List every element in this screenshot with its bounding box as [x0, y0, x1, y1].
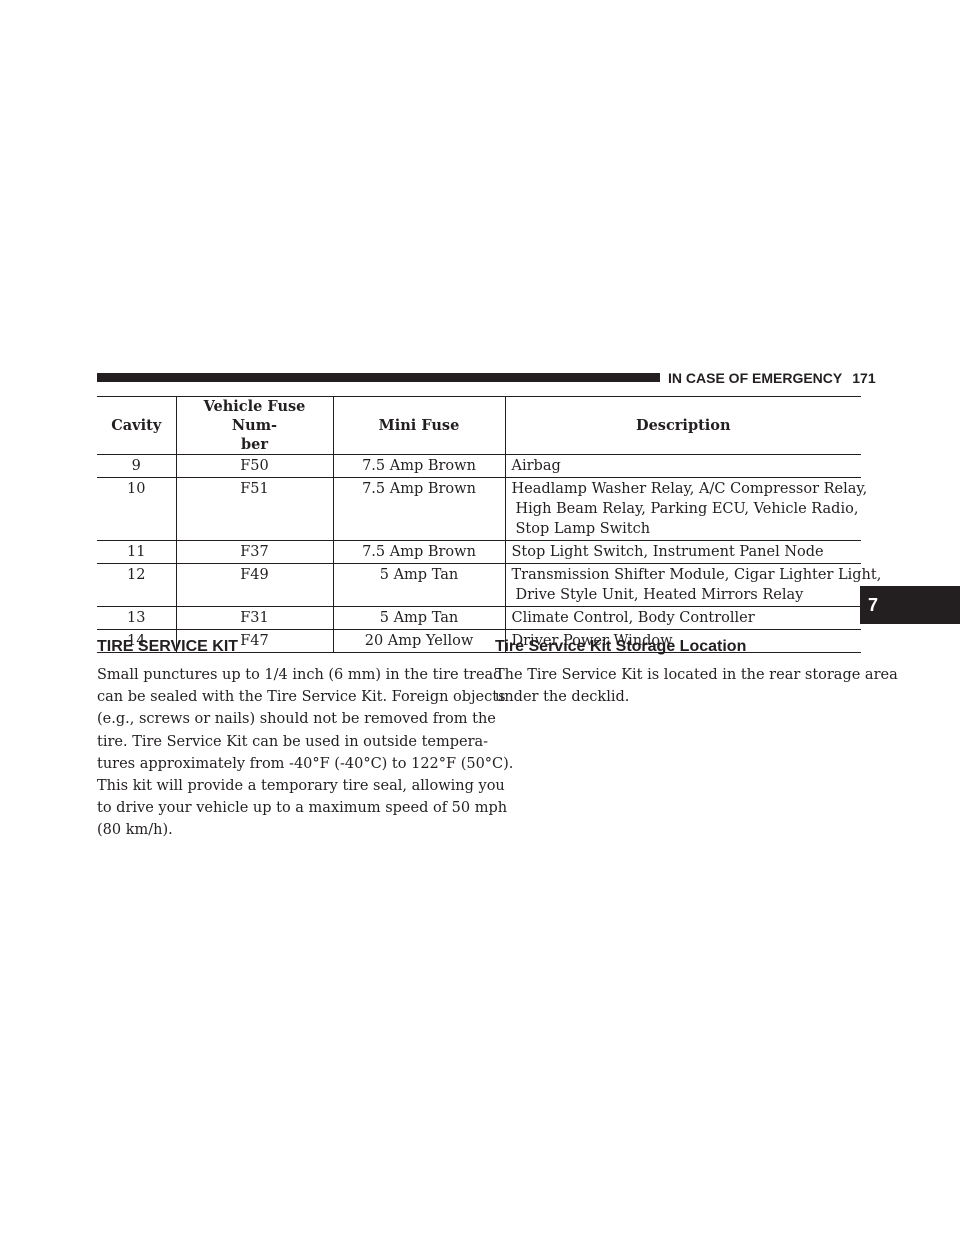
fuse-table: Cavity Vehicle Fuse Num- ber Mini Fuse D… [97, 396, 882, 653]
description-line: Stop Light Switch, Instrument Panel Node [511, 544, 824, 560]
mini-fuse-cell: 7.5 Amp Brown [332, 540, 506, 564]
column-header-description: Description [504, 396, 861, 455]
column-header-vehicle-fuse-number-text: Vehicle Fuse Num- ber [203, 398, 306, 453]
description-cell: Headlamp Washer Relay, A/C Compressor Re… [504, 477, 868, 541]
cavity-cell: 14 [97, 629, 177, 653]
table-header-row: Cavity Vehicle Fuse Num- ber Mini Fuse D… [97, 396, 861, 455]
description-line: Airbag [511, 458, 561, 474]
storage-location-heading: Tire Service Kit Storage Location [495, 638, 747, 655]
fuse-number-cell: F31 [175, 606, 334, 630]
tire-service-kit-heading: TIRE SERVICE KIT [97, 638, 239, 655]
description-line: Headlamp Washer Relay, A/C Compressor Re… [511, 481, 868, 497]
paragraph-line: tures approximately from -40°F (-40°C) t… [97, 755, 514, 772]
description-cell: Driver Power Window [504, 629, 861, 653]
paragraph-line: Small punctures up to 1/4 inch (6 mm) in… [97, 667, 503, 683]
cavity-cell: 11 [97, 540, 177, 564]
running-header: IN CASE OF EMERGENCY 171 [668, 368, 876, 388]
description-line: Climate Control, Body Controller [511, 610, 755, 626]
cavity-cell: 9 [97, 454, 177, 478]
description-cell: Stop Light Switch, Instrument Panel Node [504, 540, 861, 564]
tire-service-kit-paragraph: Small punctures up to 1/4 inch (6 mm) in… [97, 664, 514, 842]
column-header-cavity: Cavity [97, 396, 177, 455]
fuse-number-cell: F51 [175, 477, 334, 541]
paragraph-line: tire. Tire Service Kit can be used in ou… [97, 733, 489, 750]
paragraph-line: can be sealed with the Tire Service Kit.… [97, 689, 506, 706]
table-row: 13 F31 5 Amp Tan Climate Control, Body C… [97, 606, 861, 630]
table-row: 12 F49 5 Amp Tan Transmission Shifter Mo… [97, 563, 882, 607]
mini-fuse-cell: 5 Amp Tan [332, 606, 506, 630]
mini-fuse-cell: 7.5 Amp Brown [332, 454, 506, 478]
column-header-mini-fuse: Mini Fuse [332, 396, 506, 455]
description-cell: Climate Control, Body Controller [504, 606, 861, 630]
paragraph-line: (80 km/h). [97, 822, 173, 839]
fuse-number-cell: F49 [175, 563, 334, 607]
column-header-vehicle-fuse-number: Vehicle Fuse Num- ber [175, 396, 334, 455]
fuse-number-cell: F37 [175, 540, 334, 564]
mini-fuse-cell: 5 Amp Tan [332, 563, 506, 607]
cavity-cell: 13 [97, 606, 177, 630]
cavity-cell: 12 [97, 563, 177, 607]
mini-fuse-cell: 7.5 Amp Brown [332, 477, 506, 541]
cavity-cell: 10 [97, 477, 177, 541]
chapter-tab[interactable]: 7 [860, 586, 960, 624]
description-line: Transmission Shifter Module, Cigar Light… [511, 567, 882, 583]
description-line: Stop Lamp Switch [515, 521, 651, 537]
description-cell: Transmission Shifter Module, Cigar Light… [504, 563, 882, 607]
paragraph-line: under the decklid. [495, 689, 630, 706]
description-line: Driver Power Window [511, 633, 673, 649]
paragraph-line: (e.g., screws or nails) should not be re… [97, 711, 496, 728]
header-section-title: IN CASE OF EMERGENCY [668, 370, 843, 386]
paragraph-line: The Tire Service Kit is located in the r… [495, 667, 898, 683]
table-row: 14 F47 20 Amp Yellow Driver Power Window [97, 629, 861, 653]
table-row: 11 F37 7.5 Amp Brown Stop Light Switch, … [97, 540, 861, 564]
mini-fuse-cell: 20 Amp Yellow [332, 629, 506, 653]
table-row: 10 F51 7.5 Amp Brown Headlamp Washer Rel… [97, 477, 868, 541]
description-line: High Beam Relay, Parking ECU, Vehicle Ra… [515, 501, 859, 517]
paragraph-line: to drive your vehicle up to a maximum sp… [97, 800, 508, 817]
fuse-number-cell: F50 [175, 454, 334, 478]
fuse-number-cell: F47 [175, 629, 334, 653]
paragraph-line: This kit will provide a temporary tire s… [97, 778, 505, 795]
description-cell: Airbag [504, 454, 861, 478]
description-line: Drive Style Unit, Heated Mirrors Relay [515, 587, 804, 603]
page-number: 171 [852, 370, 876, 386]
storage-location-paragraph: The Tire Service Kit is located in the r… [495, 664, 898, 708]
header-rule [97, 373, 660, 382]
table-row: 9 F50 7.5 Amp Brown Airbag [97, 454, 861, 478]
